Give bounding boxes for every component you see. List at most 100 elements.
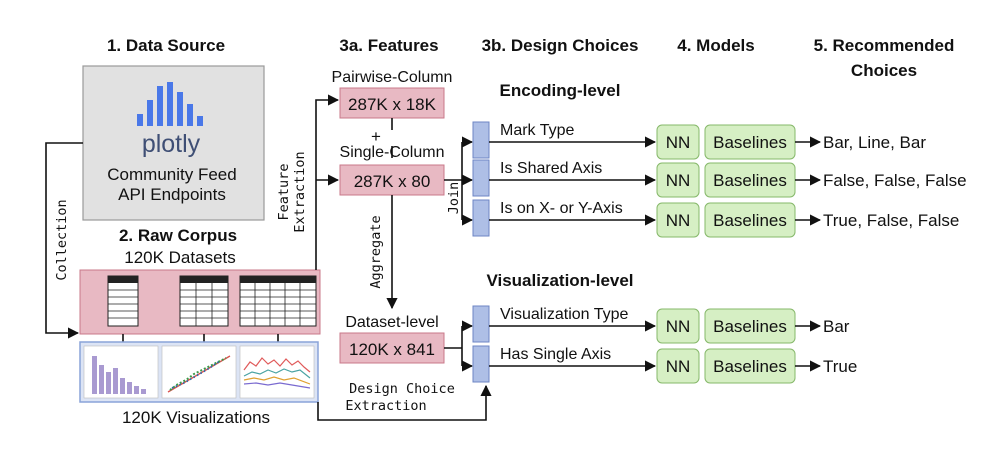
table-icon: [107, 275, 139, 327]
baselines-model-label: Baselines: [713, 211, 787, 230]
thumb-bar: [127, 382, 132, 394]
aggregate-label: Aggregate: [368, 215, 384, 288]
table-icon: [179, 275, 229, 327]
header-models: 4. Models: [677, 36, 754, 55]
header-recommended-line2: Choices: [851, 61, 917, 80]
choice-label: Has Single Axis: [500, 346, 611, 363]
thumb-line: [243, 382, 311, 389]
source-line1: Community Feed: [107, 165, 236, 184]
logo-bar: [177, 92, 183, 126]
thumb-points: [169, 357, 227, 391]
thumb-frame: [161, 345, 237, 399]
table-viz-connectors: [122, 334, 279, 342]
table-frame: [239, 275, 317, 327]
thumb-line: [243, 376, 311, 385]
dataset-connector: [444, 326, 463, 366]
table-header: [108, 276, 138, 283]
baselines-model-label: Baselines: [713, 171, 787, 190]
recommended-choice: Bar: [823, 317, 850, 336]
design-extraction-line2: Extraction: [345, 398, 426, 414]
nn-model-box: [656, 202, 700, 238]
table-icon: [239, 275, 317, 327]
nn-model-label: NN: [666, 211, 691, 230]
plotly-brand: plotly: [142, 130, 201, 158]
feature-extraction-line2: Extraction: [292, 151, 308, 232]
feature-extraction-line1: Feature: [276, 164, 292, 221]
header-design-choices: 3b. Design Choices: [482, 36, 639, 55]
nn-model-label: NN: [666, 133, 691, 152]
nn-model-label: NN: [666, 317, 691, 336]
choice-block: [472, 159, 490, 197]
recommended-choice: True, False, False: [823, 211, 959, 230]
table-rows: [180, 276, 228, 326]
table-header: [180, 276, 228, 283]
choice-label: Is Shared Axis: [500, 160, 602, 177]
plus-sign: +: [371, 127, 381, 146]
thumb-line: [243, 368, 311, 379]
thumb-bar: [99, 365, 104, 394]
logo-bar: [187, 104, 193, 126]
collection-arrow: [45, 142, 83, 339]
choice-block: [472, 305, 490, 343]
design-choice-extraction-arrow: [317, 384, 492, 421]
header-recommended-line1: 5. Recommended: [814, 36, 955, 55]
thumb-bar: [141, 389, 146, 394]
pairwise-label: Pairwise-Column: [332, 69, 453, 86]
single-label: Single-Column: [340, 144, 445, 161]
bar-chart-thumbnail-icon: [83, 345, 159, 399]
raw-corpus-title: 2. Raw Corpus: [119, 226, 237, 245]
join-label: Join: [446, 182, 462, 215]
choice-label: Is on X- or Y-Axis: [500, 200, 623, 217]
thumb-bar: [113, 368, 118, 394]
table-header: [240, 276, 316, 283]
logo-bar: [197, 116, 203, 126]
nn-model-box: [656, 124, 700, 160]
logo-bar: [147, 100, 153, 126]
datasets-label: 120K Datasets: [124, 248, 236, 267]
thumb-bar: [92, 356, 97, 394]
visualization-level-title: Visualization-level: [486, 271, 633, 290]
recommended-choice: True: [823, 357, 857, 376]
pairwise-box: [339, 87, 445, 119]
recommended-choice: Bar, Line, Bar: [823, 133, 926, 152]
recommended-choice: False, False, False: [823, 171, 967, 190]
dataset-level-value: 120K x 841: [349, 340, 435, 359]
table-rows: [108, 289, 138, 319]
table-rows: [240, 276, 316, 326]
extract-pairwise-arrow: [315, 94, 340, 270]
baselines-model-label: Baselines: [713, 133, 787, 152]
logo-bar: [157, 86, 163, 126]
single-box: [339, 164, 445, 196]
choice-block: [472, 345, 490, 383]
dataset-level-box: [339, 332, 445, 364]
plotly-logo-icon: [137, 82, 203, 126]
baselines-model-label: Baselines: [713, 357, 787, 376]
nn-model-box: [656, 348, 700, 384]
thumb-bar: [106, 372, 111, 394]
line-chart-thumbnail-icon: [239, 345, 315, 399]
header-data-source: 1. Data Source: [107, 36, 225, 55]
pairwise-value: 287K x 18K: [348, 95, 437, 114]
visualizations-label: 120K Visualizations: [122, 408, 270, 427]
thumb-line: [243, 357, 311, 373]
header-features: 3a. Features: [339, 36, 438, 55]
choice-label: Mark Type: [500, 122, 575, 139]
choice-block: [472, 199, 490, 237]
logo-bar: [167, 82, 173, 126]
logo-bar: [137, 114, 143, 126]
baselines-model-label: Baselines: [713, 317, 787, 336]
thumb-bar: [134, 386, 139, 394]
thumb-bar: [120, 378, 125, 394]
table-frame: [179, 275, 229, 327]
choice-label: Visualization Type: [500, 306, 628, 323]
thumb-points: [171, 360, 221, 389]
source-line2: API Endpoints: [118, 185, 226, 204]
encoding-level-title: Encoding-level: [500, 81, 621, 100]
table-frame: [107, 275, 139, 327]
choice-block: [472, 121, 490, 159]
nn-model-label: NN: [666, 357, 691, 376]
design-extraction-line1: Design Choice: [349, 381, 455, 397]
nn-model-box: [656, 308, 700, 344]
